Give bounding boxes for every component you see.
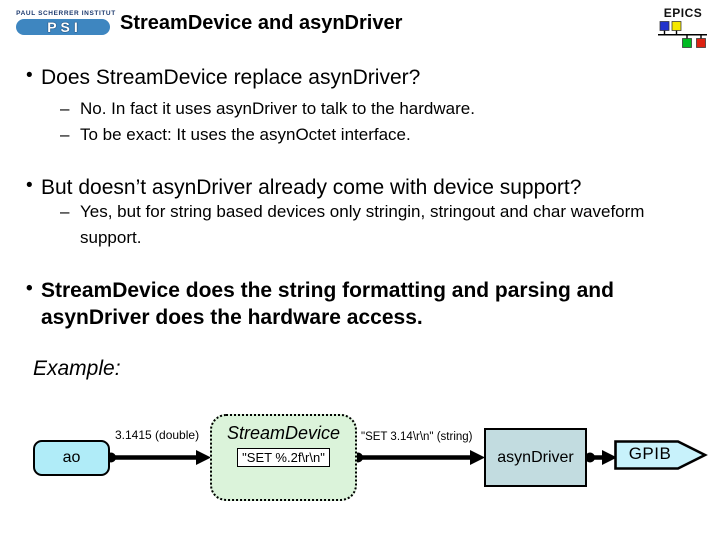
psi-logo: PAUL SCHERRER INSTITUT PSI xyxy=(16,10,116,35)
node-streamdevice: StreamDevice "SET %.2f\r\n" xyxy=(210,414,357,501)
psi-acronym-text: PSI xyxy=(47,19,82,35)
asyndriver-label: asynDriver xyxy=(497,448,574,466)
example-label: Example: xyxy=(33,357,121,380)
bullet-statement-3: StreamDevice does the string formatting … xyxy=(41,279,614,330)
bullet-question-2: But doesn’t asynDriver already come with… xyxy=(41,176,582,199)
ao-label: ao xyxy=(62,449,81,466)
bullet-marker: • xyxy=(26,175,33,196)
streamdevice-format-string: "SET %.2f\r\n" xyxy=(237,447,330,467)
dash-marker: – xyxy=(60,125,70,144)
arrow2-value-label: "SET 3.14\r\n" (string) xyxy=(361,431,473,443)
arrow1-value-label: 3.1415 (double) xyxy=(115,428,200,442)
bullet-item-2: • But doesn’t asynDriver already come wi… xyxy=(26,174,581,201)
sub-bullet-1b-text: To be exact: It uses the asynOctet inter… xyxy=(80,125,411,144)
arrow-ao-to-streamdevice xyxy=(106,450,211,465)
node-asyndriver: asynDriver xyxy=(484,428,587,487)
epics-logo-text: EPICS xyxy=(663,6,703,20)
slide-title: StreamDevice and asynDriver xyxy=(120,12,403,34)
dash-marker: – xyxy=(60,202,70,221)
dash-marker: – xyxy=(60,99,70,118)
dataflow-diagram: ao 3.1415 (double) StreamDevice "SET %.2… xyxy=(0,400,720,540)
sub-bullet-1a-text: No. In fact it uses asynDriver to talk t… xyxy=(80,99,475,118)
epics-logo: EPICS xyxy=(656,6,710,49)
arrow-streamdevice-to-asyndriver xyxy=(353,450,485,465)
bullet-item-1: • Does StreamDevice replace asynDriver? xyxy=(26,64,420,91)
bullet-marker: • xyxy=(26,278,33,299)
psi-logo-bar: PSI xyxy=(16,19,110,35)
sub-bullet-2: – Yes, but for string based devices only… xyxy=(60,199,672,250)
node-gpib-shape xyxy=(614,440,708,470)
arrow-asyndriver-to-gpib xyxy=(585,450,617,465)
bullet-marker: • xyxy=(26,65,33,86)
node-ao-record: ao xyxy=(33,440,110,476)
bullet-question-1: Does StreamDevice replace asynDriver? xyxy=(41,66,421,89)
psi-institute-text: PAUL SCHERRER INSTITUT xyxy=(16,10,116,17)
sub-bullet-2-text: Yes, but for string based devices only s… xyxy=(80,202,645,247)
epics-network-icon xyxy=(658,21,707,48)
sub-bullet-1b: – To be exact: It uses the asynOctet int… xyxy=(60,122,411,148)
sub-bullet-1a: – No. In fact it uses asynDriver to talk… xyxy=(60,96,475,122)
streamdevice-title: StreamDevice xyxy=(226,423,341,443)
bullet-item-3: • StreamDevice does the string formattin… xyxy=(26,277,666,332)
gpib-label: GPIB xyxy=(628,444,672,463)
